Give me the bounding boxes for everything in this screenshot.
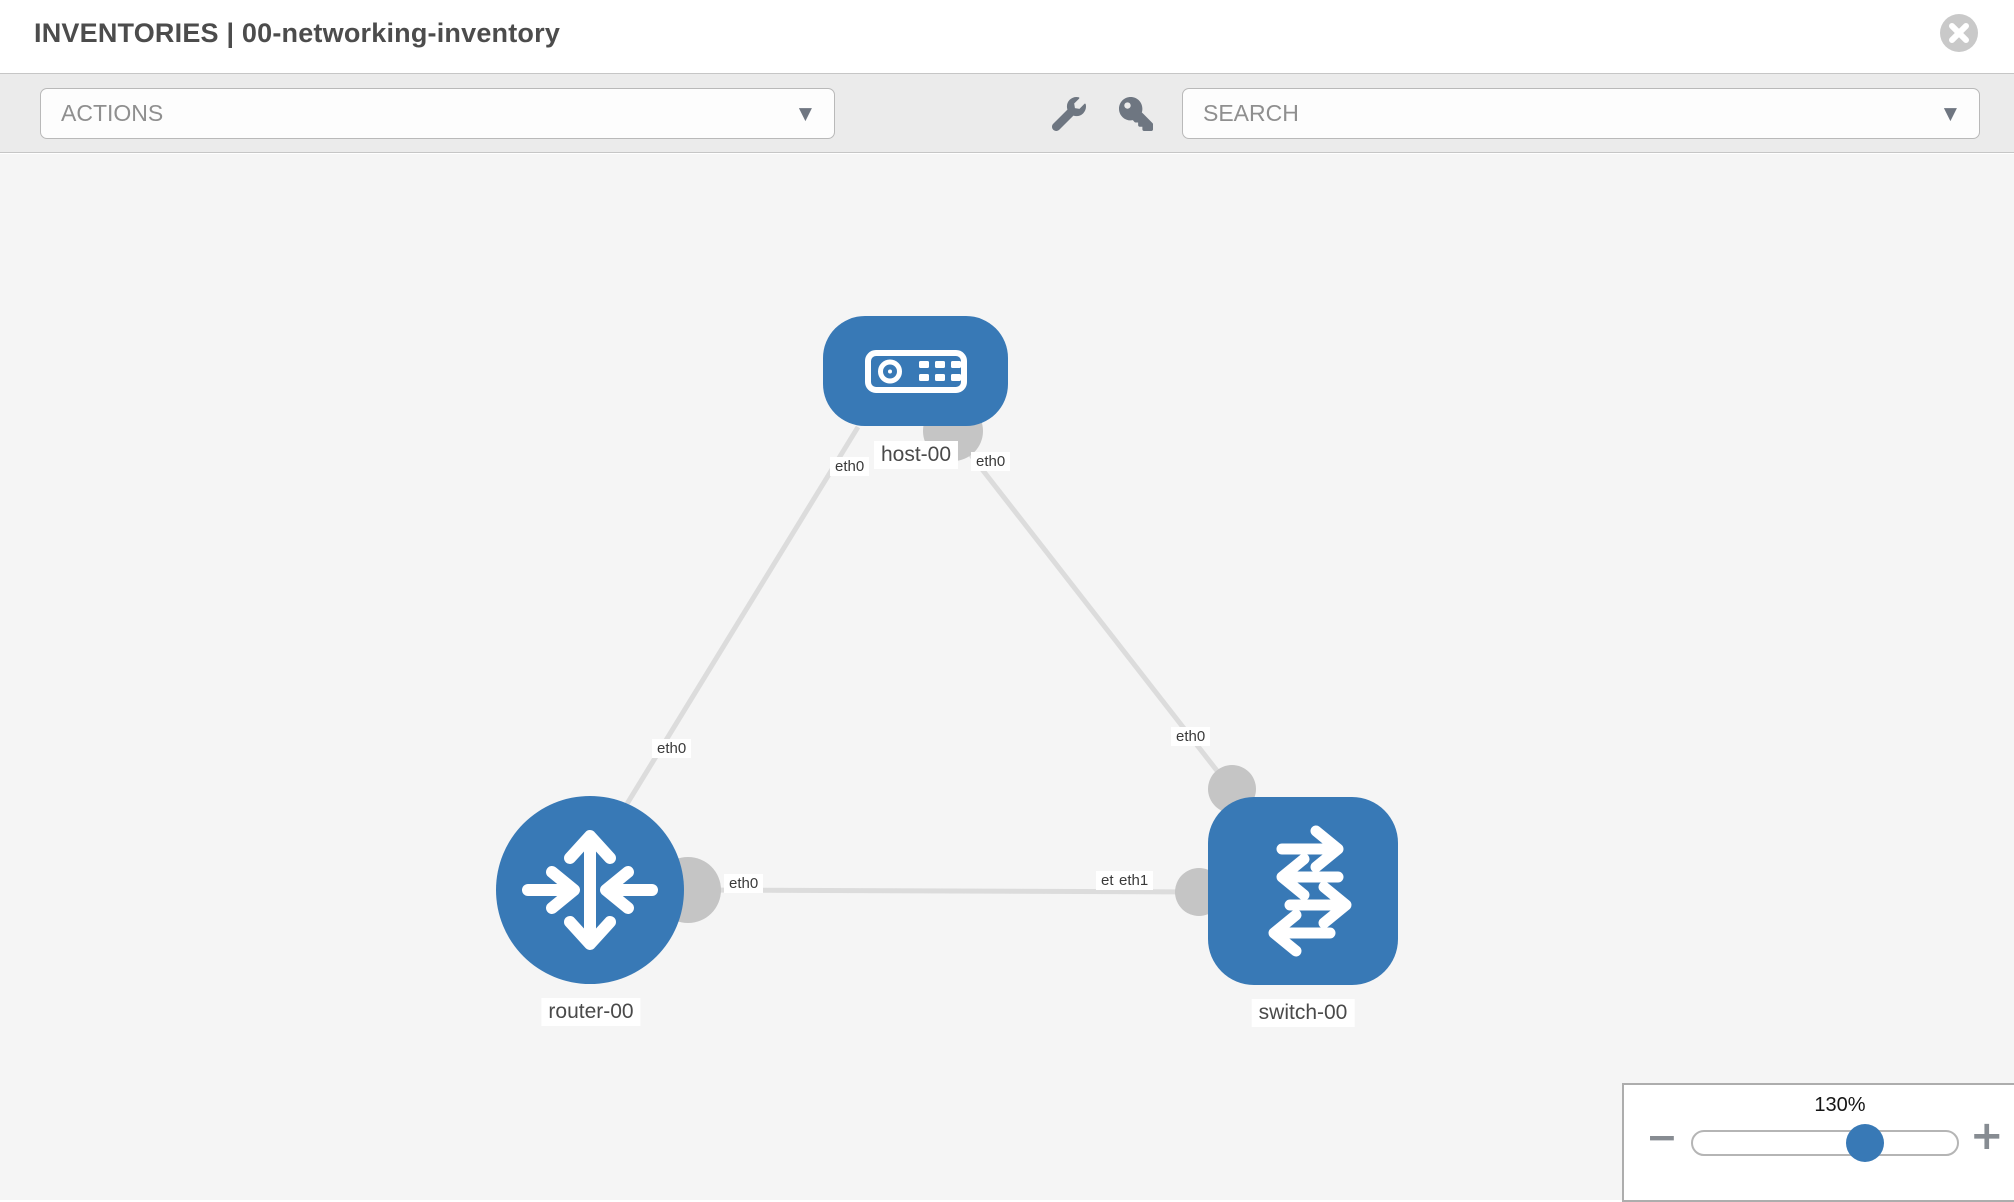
toolbar: ACTIONS ▼ SEARCH ▼ (0, 73, 2014, 153)
search-dropdown-label: SEARCH (1203, 100, 1299, 126)
node-label-switch: switch-00 (1251, 999, 1355, 1027)
chevron-down-icon: ▼ (1943, 103, 1957, 124)
node-host[interactable] (823, 316, 1008, 426)
actions-dropdown-label: ACTIONS (61, 100, 164, 126)
topology-canvas[interactable] (0, 154, 2014, 1200)
zoom-in-button[interactable]: + (1970, 1113, 2004, 1159)
link-router-switch[interactable] (689, 887, 1201, 895)
router-icon (522, 830, 658, 950)
search-dropdown[interactable]: SEARCH ▼ (1182, 88, 1980, 139)
chevron-down-icon: ▼ (798, 103, 812, 124)
header-bar: INVENTORIES | 00-networking-inventory (0, 0, 2014, 73)
node-label-host: host-00 (873, 441, 959, 469)
minus-icon: − (1646, 1115, 1678, 1159)
zoom-level-value: 130% (1814, 1094, 1866, 1116)
port-label-switch-left-eth1: eth1 (1114, 871, 1154, 890)
port-label-host-left: eth0 (830, 457, 870, 476)
close-button[interactable] (1938, 12, 1980, 54)
configure-button[interactable] (1049, 95, 1089, 135)
port-label-router-top: eth0 (652, 739, 692, 758)
wrench-icon (1051, 96, 1086, 131)
host-icon (865, 350, 967, 393)
zoom-out-button[interactable]: − (1646, 1115, 1678, 1159)
port-label-router-right: eth0 (724, 874, 764, 893)
zoom-panel: 130% − + (1622, 1083, 2014, 1202)
actions-dropdown[interactable]: ACTIONS ▼ (40, 88, 835, 139)
close-icon (1940, 14, 1978, 52)
zoom-slider-thumb[interactable] (1846, 1124, 1884, 1162)
key-icon (1119, 96, 1153, 131)
credentials-button[interactable] (1116, 95, 1156, 135)
node-label-router: router-00 (541, 998, 641, 1026)
plus-icon: + (1970, 1113, 2004, 1159)
node-router[interactable] (496, 796, 684, 984)
zoom-slider-track[interactable] (1691, 1130, 1959, 1156)
switch-icon (1268, 825, 1352, 957)
node-switch[interactable] (1208, 797, 1398, 985)
topology-graph (496, 316, 1398, 985)
page-title: INVENTORIES | 00-networking-inventory (34, 18, 561, 48)
port-label-host-right: eth0 (971, 452, 1011, 471)
port-label-switch-top: eth0 (1171, 727, 1211, 746)
